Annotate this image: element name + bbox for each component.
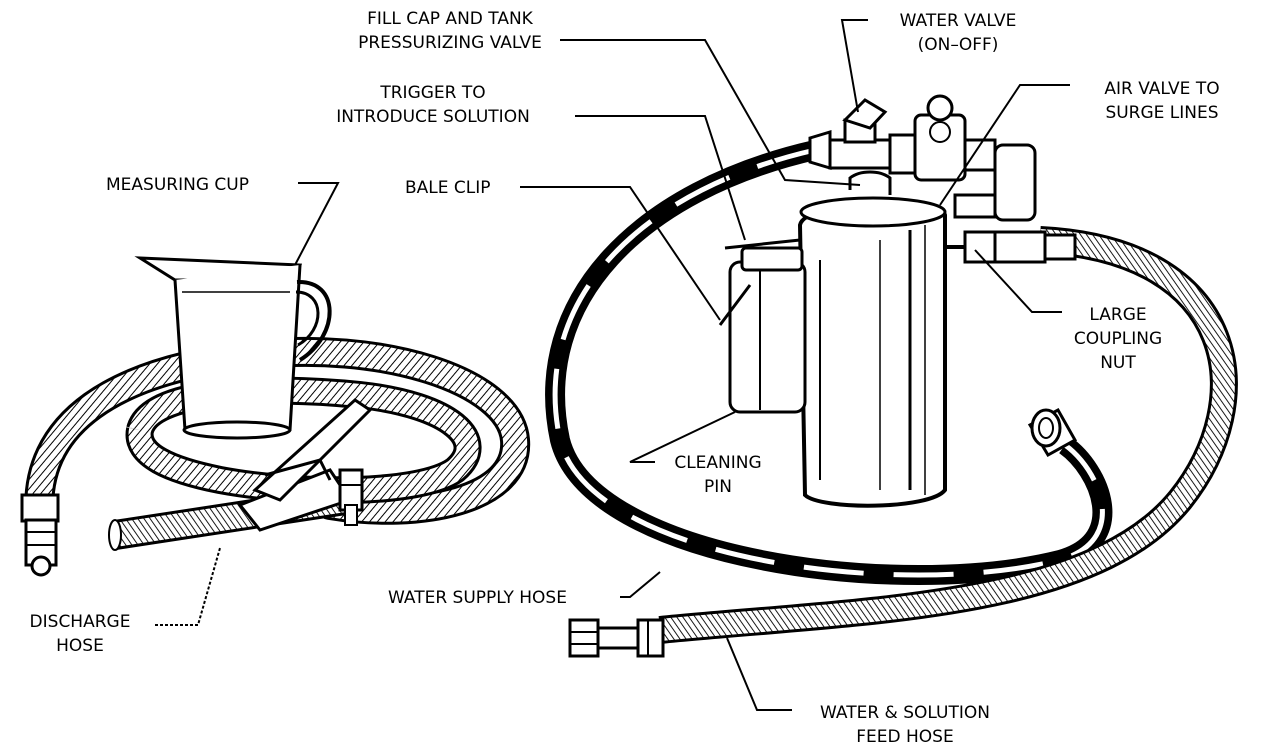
leader-water-valve bbox=[840, 19, 868, 113]
leader-fill-cap bbox=[560, 39, 861, 186]
leader-lines bbox=[155, 19, 1070, 711]
leader-trigger bbox=[575, 115, 746, 241]
label-feed-hose-line1: WATER & SOLUTION bbox=[820, 703, 990, 723]
feed-hose bbox=[658, 226, 1238, 644]
solution-tank bbox=[797, 170, 947, 508]
label-trigger-line2: INTRODUCE SOLUTION bbox=[336, 107, 530, 127]
discharge-hose-fitting bbox=[20, 493, 60, 577]
label-feed-hose-line2: FEED HOSE bbox=[856, 727, 953, 747]
leader-water-supply-hose bbox=[620, 571, 661, 598]
label-fill-cap-line2: PRESSURIZING VALVE bbox=[358, 33, 542, 53]
label-trigger-line1: TRIGGER TO bbox=[379, 83, 485, 103]
leader-air-valve bbox=[939, 84, 1070, 206]
measuring-cup bbox=[134, 256, 332, 440]
label-fill-cap-line1: FILL CAP AND TANK bbox=[367, 9, 534, 29]
label-coupling-nut-line3: NUT bbox=[1100, 353, 1136, 373]
label-air-valve-line2: SURGE LINES bbox=[1105, 103, 1218, 123]
feed-hose-fitting bbox=[568, 618, 665, 658]
label-cleaning-pin-line2: PIN bbox=[704, 477, 732, 497]
leader-bale-clip bbox=[520, 186, 721, 321]
leader-measuring-cup bbox=[294, 182, 340, 266]
label-coupling-nut-line2: COUPLING bbox=[1074, 329, 1162, 349]
water-supply-hose-fitting bbox=[1027, 407, 1078, 458]
label-cleaning-pin-line1: CLEANING bbox=[674, 453, 761, 473]
trigger-handle bbox=[237, 398, 373, 532]
label-coupling-nut-line1: LARGE bbox=[1089, 305, 1146, 325]
leader-coupling-nut bbox=[974, 249, 1062, 313]
label-bale-clip: BALE CLIP bbox=[405, 178, 491, 198]
water-supply-hose bbox=[545, 140, 1113, 585]
label-measuring-cup: MEASURING CUP bbox=[106, 175, 249, 195]
label-water-supply-hose: WATER SUPPLY HOSE bbox=[388, 588, 567, 608]
label-discharge-hose-line1: DISCHARGE bbox=[30, 612, 131, 632]
side-canister bbox=[718, 238, 807, 414]
label-water-valve-line2: (ON–OFF) bbox=[918, 35, 999, 55]
label-discharge-hose-line2: HOSE bbox=[56, 636, 104, 656]
labels: FILL CAP AND TANK PRESSURIZING VALVE WAT… bbox=[30, 9, 1220, 747]
valve-assembly bbox=[808, 94, 1077, 264]
label-water-valve-line1: WATER VALVE bbox=[900, 11, 1017, 31]
leader-cleaning-pin bbox=[629, 411, 736, 463]
label-air-valve-line1: AIR VALVE TO bbox=[1104, 79, 1219, 99]
leader-feed-hose bbox=[726, 637, 792, 711]
leader-discharge-hose bbox=[155, 547, 221, 626]
